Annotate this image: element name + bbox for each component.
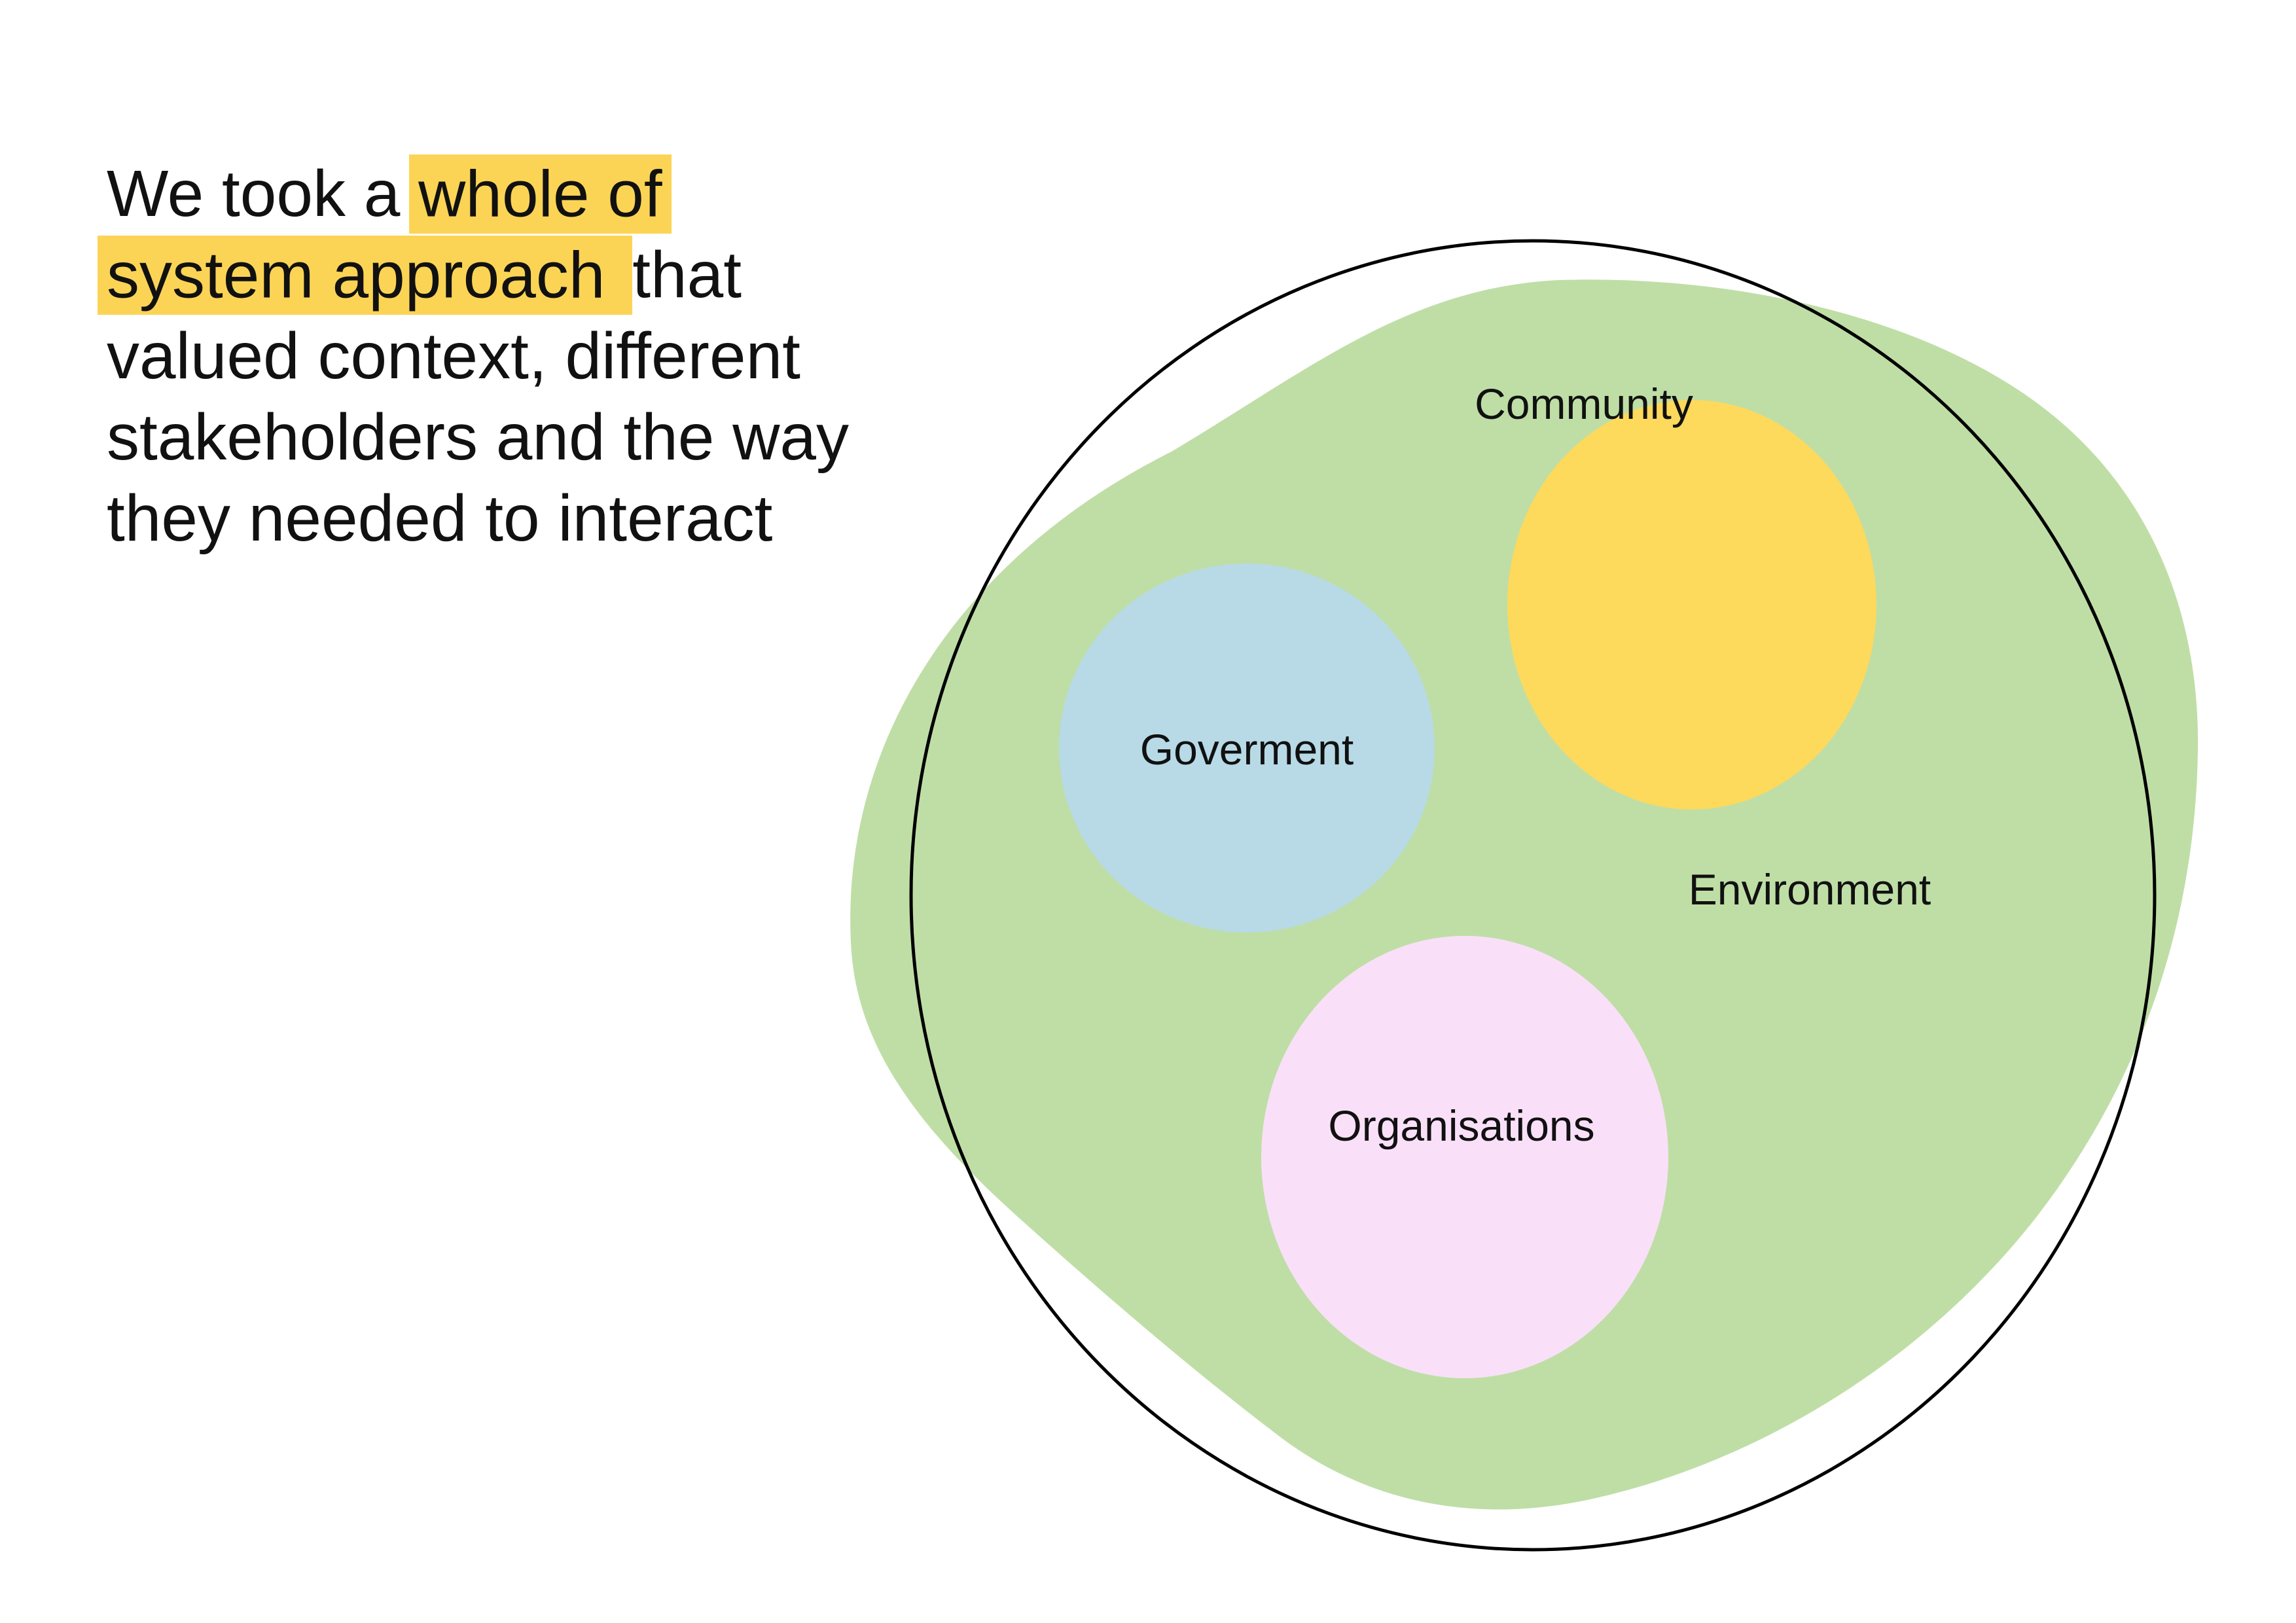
organisations-circle — [1261, 936, 1668, 1378]
government-circle — [1059, 563, 1435, 933]
system-boundary-outline — [909, 239, 2157, 1552]
government-label: Goverment — [1140, 725, 1354, 774]
intro-line-4: stakeholders and the way — [107, 397, 849, 478]
community-circle — [1507, 400, 1876, 810]
intro-line-5: they needed to interact — [107, 478, 849, 559]
organisations-label: Organisations — [1328, 1101, 1594, 1150]
intro-highlight-system-approach: system approach — [98, 235, 633, 315]
intro-text: We took a — [107, 157, 419, 230]
intro-line-1: We took a whole of — [107, 153, 849, 234]
intro-text: they needed to interact — [107, 482, 773, 555]
community-label: Community — [1475, 380, 1693, 428]
intro-text: that — [632, 238, 742, 312]
intro-text: valued context, different — [107, 319, 800, 393]
intro-highlight-whole-of: whole of — [409, 154, 672, 234]
intro-line-3: valued context, different — [107, 315, 849, 397]
intro-paragraph: We took a whole of system approach that … — [98, 153, 849, 559]
intro-line-2: system approach that — [98, 234, 849, 315]
intro-text: stakeholders and the way — [107, 401, 850, 474]
environment-label: Environment — [1689, 865, 1931, 914]
